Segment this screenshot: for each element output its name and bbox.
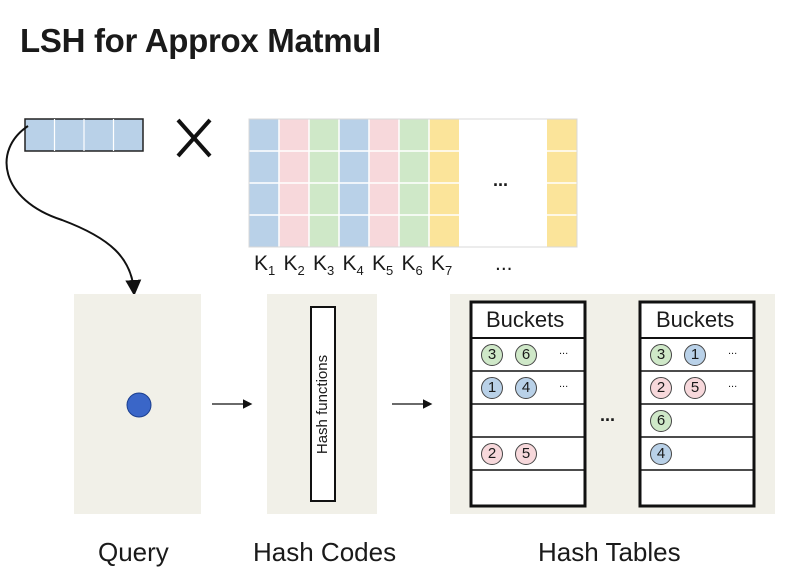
curved-arrow: [5, 125, 142, 296]
key-label-4: K4: [342, 252, 364, 279]
bucket-item-2: 2: [481, 442, 503, 465]
bucket-more-ellipsis: ...: [559, 377, 569, 390]
matrix-ellipsis: ...: [493, 170, 509, 190]
multiply-icon: [176, 118, 212, 158]
bucket-more-ellipsis: ...: [728, 344, 738, 357]
slide-title: LSH for Approx Matmul: [20, 22, 381, 59]
key-labels-ellipsis: ...: [495, 252, 513, 275]
bucket-item-1: 1: [684, 343, 706, 366]
hash-functions-box: [310, 306, 336, 502]
key-matrix: [248, 118, 578, 248]
bucket-item-1: 1: [481, 376, 503, 399]
bucket-item-4: 4: [515, 376, 537, 399]
bucket-item-3: 3: [650, 343, 672, 366]
bucket-more-ellipsis: ...: [559, 344, 569, 357]
table-2-header: Buckets: [656, 307, 735, 332]
key-label-5: K5: [372, 252, 394, 279]
bucket-item-6: 6: [515, 343, 537, 366]
key-label-6: K6: [401, 252, 423, 279]
bucket-item-5: 5: [515, 442, 537, 465]
key-label-7: K7: [431, 252, 453, 279]
tables-ellipsis: ...: [600, 405, 616, 425]
query-point: [126, 392, 152, 418]
caption-query: Query: [98, 537, 169, 567]
hash-table-2: [638, 300, 756, 508]
bucket-item-3: 3: [481, 343, 503, 366]
bucket-item-5: 5: [684, 376, 706, 399]
hash-table-1: [469, 300, 587, 508]
bucket-item-2: 2: [650, 376, 672, 399]
hash-functions-label-wrap: Hash functions: [311, 309, 335, 499]
table-1-header: Buckets: [486, 307, 565, 332]
key-label-3: K3: [313, 252, 335, 279]
hash-functions-label: Hash functions: [314, 354, 332, 454]
bucket-more-ellipsis: ...: [728, 377, 738, 390]
caption-hash-codes: Hash Codes: [253, 537, 397, 567]
key-label-2: K2: [283, 252, 305, 279]
bucket-item-6: 6: [650, 409, 672, 432]
key-label-1: K1: [254, 252, 276, 279]
query-vector: [24, 118, 144, 152]
bucket-item-4: 4: [650, 442, 672, 465]
caption-hash-tables: Hash Tables: [538, 537, 681, 567]
